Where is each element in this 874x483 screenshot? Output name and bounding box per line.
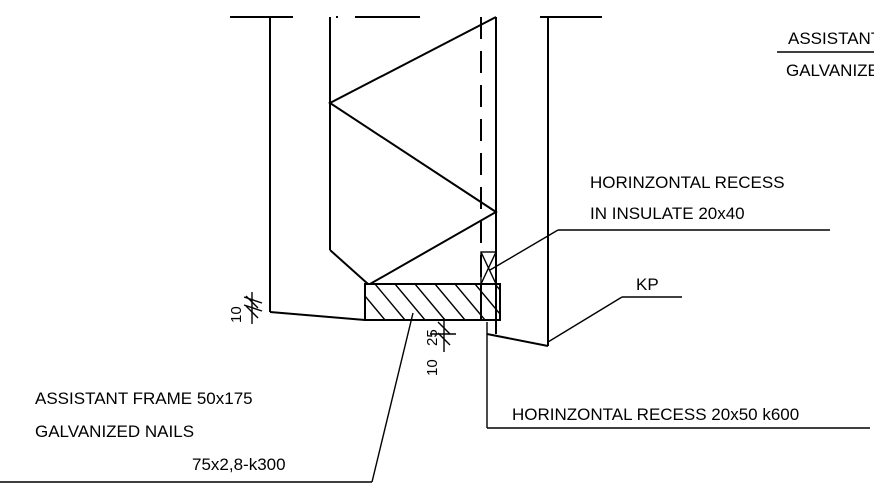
label-kp: KP xyxy=(636,275,659,294)
label-frame-1: ASSISTANT FRAME 50x175 xyxy=(35,389,253,408)
dim-mid-10: 10 xyxy=(424,359,441,376)
leader-recess-bottom xyxy=(486,322,870,429)
dim-left-10: 10 xyxy=(228,306,245,323)
dim-mid-25: 25 xyxy=(424,329,441,346)
leader-frame xyxy=(0,312,414,483)
label-recess-insulate-2: IN INSULATE 20x40 xyxy=(590,204,745,223)
dimension-middle xyxy=(430,318,456,352)
leader-kp xyxy=(547,296,682,343)
dimension-left xyxy=(243,292,263,324)
left-wall xyxy=(269,17,366,321)
label-top-right-1: ASSISTANT xyxy=(788,29,874,48)
assistant-frame-hatched xyxy=(364,283,501,321)
insulation-zigzag xyxy=(328,16,498,320)
right-wall xyxy=(486,17,549,347)
label-frame-2: GALVANIZED NAILS xyxy=(35,422,194,441)
label-frame-3: 75x2,8-k300 xyxy=(192,455,286,474)
leader-recess-insulate xyxy=(489,229,830,271)
label-recess-bottom: HORINZONTAL RECESS 20x50 k600 xyxy=(512,405,799,424)
label-top-right-2: GALVANIZED xyxy=(786,61,874,80)
label-recess-insulate-1: HORINZONTAL RECESS xyxy=(590,173,785,192)
insulation-recess-box xyxy=(480,251,497,285)
